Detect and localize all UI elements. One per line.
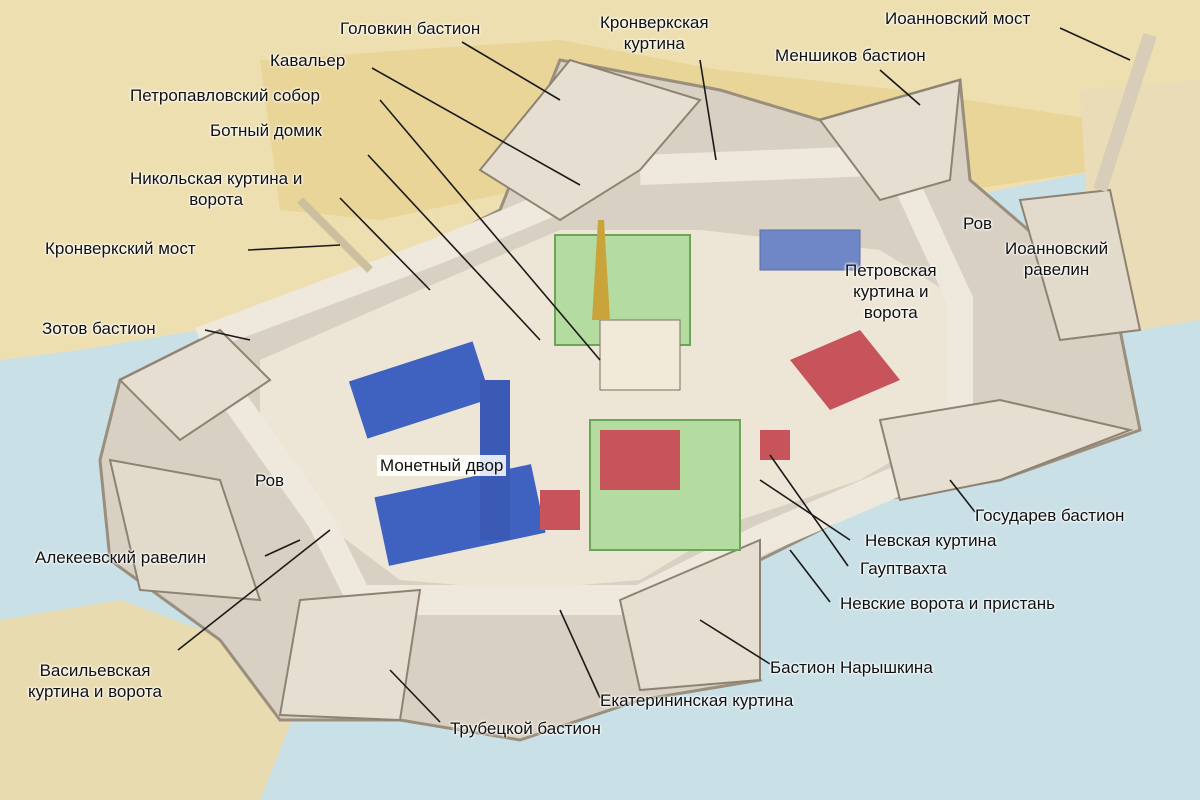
label-ioannovsky-ravelin: Иоанновский равелин: [1005, 238, 1108, 280]
leader-kronverk: [699, 59, 717, 161]
red-roof-building-3: [540, 490, 580, 530]
trubetskoy-bastion-shape: [278, 588, 422, 722]
ioannovsky-bridge-shape: [1093, 32, 1157, 193]
label-alekseevsky-ravelin: Алекеевский равелин: [35, 548, 207, 567]
leader-naryshkin: [699, 619, 771, 665]
label-kronverk-curtain-line1: Кронверкская: [600, 13, 709, 32]
leader-ekaterininskaya: [559, 609, 601, 699]
label-petrovskaya-line2: куртина и: [853, 282, 929, 301]
label-kronverk-curtain-line2: куртина: [623, 34, 685, 53]
label-gosudarev-bastion: Государев бастион: [975, 506, 1125, 525]
menshikov-bastion-shape: [818, 78, 962, 202]
kronverk-bridge-shape: [297, 197, 373, 273]
golovkin-bastion-shape: [478, 58, 702, 222]
label-vasilyevskaya-curtain: Васильевская куртина и ворота: [28, 660, 162, 702]
sand-ground-southwest: [0, 600, 300, 800]
gosudarev-bastion-shape: [878, 398, 1134, 502]
label-ioannovsky-ravelin-line2: равелин: [1023, 260, 1090, 279]
northwest-curtain-wall: [195, 188, 565, 353]
red-roof-building-4: [760, 430, 790, 460]
leader-zotov: [204, 329, 251, 341]
leader-gosudarev: [949, 479, 976, 513]
leader-guardhouse: [769, 454, 849, 567]
label-naryshkin-bastion: Бастион Нарышкина: [770, 658, 933, 677]
ioannovsky-ravelin-shape: [1018, 188, 1142, 342]
label-cathedral: Петропавловский собор: [130, 86, 320, 105]
label-moat-right: Ров: [963, 214, 993, 233]
leader-cathedral: [379, 99, 601, 361]
label-nikolskaya-line1: Никольская куртина и: [130, 169, 303, 188]
mint-building-north: [348, 341, 492, 439]
label-kronverk-bridge: Кронверкский мост: [45, 239, 196, 258]
cathedral-spire: [592, 220, 610, 320]
label-nikolskaya-line2: ворота: [189, 190, 244, 209]
label-petrovskaya-line1: Петровская: [845, 261, 937, 280]
label-golovkin-bastion: Головкин бастион: [340, 19, 481, 38]
leader-golovkin: [461, 41, 561, 101]
leader-alekseevsky: [264, 539, 301, 557]
label-kronverk-curtain: Кронверкская куртина: [600, 12, 709, 54]
leader-kavaler: [371, 67, 581, 186]
label-moat-left: Ров: [255, 471, 285, 490]
leader-menshikov: [879, 69, 921, 106]
label-mint: Монетный двор: [377, 455, 507, 476]
leader-ioannovsky-bridge: [1059, 27, 1131, 61]
label-nevsky-gate: Невские ворота и пристань: [840, 594, 1055, 613]
leader-trubetskoy: [389, 669, 441, 723]
naryshkin-bastion-shape: [618, 538, 761, 692]
label-guardhouse: Гауптвахта: [860, 559, 947, 578]
label-trubetskoy-bastion: Трубецкой бастион: [450, 719, 601, 738]
label-ioannovsky-bridge: Иоанновский мост: [885, 9, 1031, 28]
label-vasilyevskaya-line1: Васильевская: [39, 661, 151, 680]
west-curtain-wall: [209, 372, 372, 606]
label-zotov-bastion: Зотов бастион: [42, 319, 156, 338]
label-menshikov-bastion: Меншиков бастион: [775, 46, 926, 65]
leader-nevsky-gate: [789, 549, 831, 603]
label-vasilyevskaya-line2: куртина и ворота: [28, 682, 162, 701]
leader-nikolskaya: [339, 197, 431, 291]
red-roof-building-1: [790, 330, 900, 410]
label-petrovskaya-line3: ворота: [863, 303, 918, 322]
cathedral-body: [599, 319, 681, 391]
label-boat-house: Ботный домик: [210, 121, 322, 140]
leader-kronverk-bridge: [247, 244, 341, 251]
east-curtain-wall: [888, 164, 973, 430]
label-petrovskaya-curtain: Петровская куртина и ворота: [845, 260, 937, 323]
leader-vasilyevskaya: [177, 529, 331, 651]
label-kavaler: Кавальер: [270, 51, 346, 70]
alekseevsky-ravelin-shape: [108, 458, 262, 602]
red-roof-building-2: [600, 430, 680, 490]
label-ioannovsky-ravelin-line1: Иоанновский: [1005, 239, 1109, 258]
north-blue-building: [759, 229, 861, 271]
zotov-bastion-shape: [118, 328, 272, 442]
label-nevskaya-curtain: Невская куртина: [865, 531, 997, 550]
leader-nevskaya: [759, 479, 851, 541]
label-nikolskaya-curtain: Никольская куртина и ворота: [130, 168, 302, 210]
leader-lines: [177, 27, 1131, 723]
leader-boat-house: [367, 154, 541, 341]
label-ekaterininskaya-curtain: Екатерининская куртина: [600, 691, 794, 710]
